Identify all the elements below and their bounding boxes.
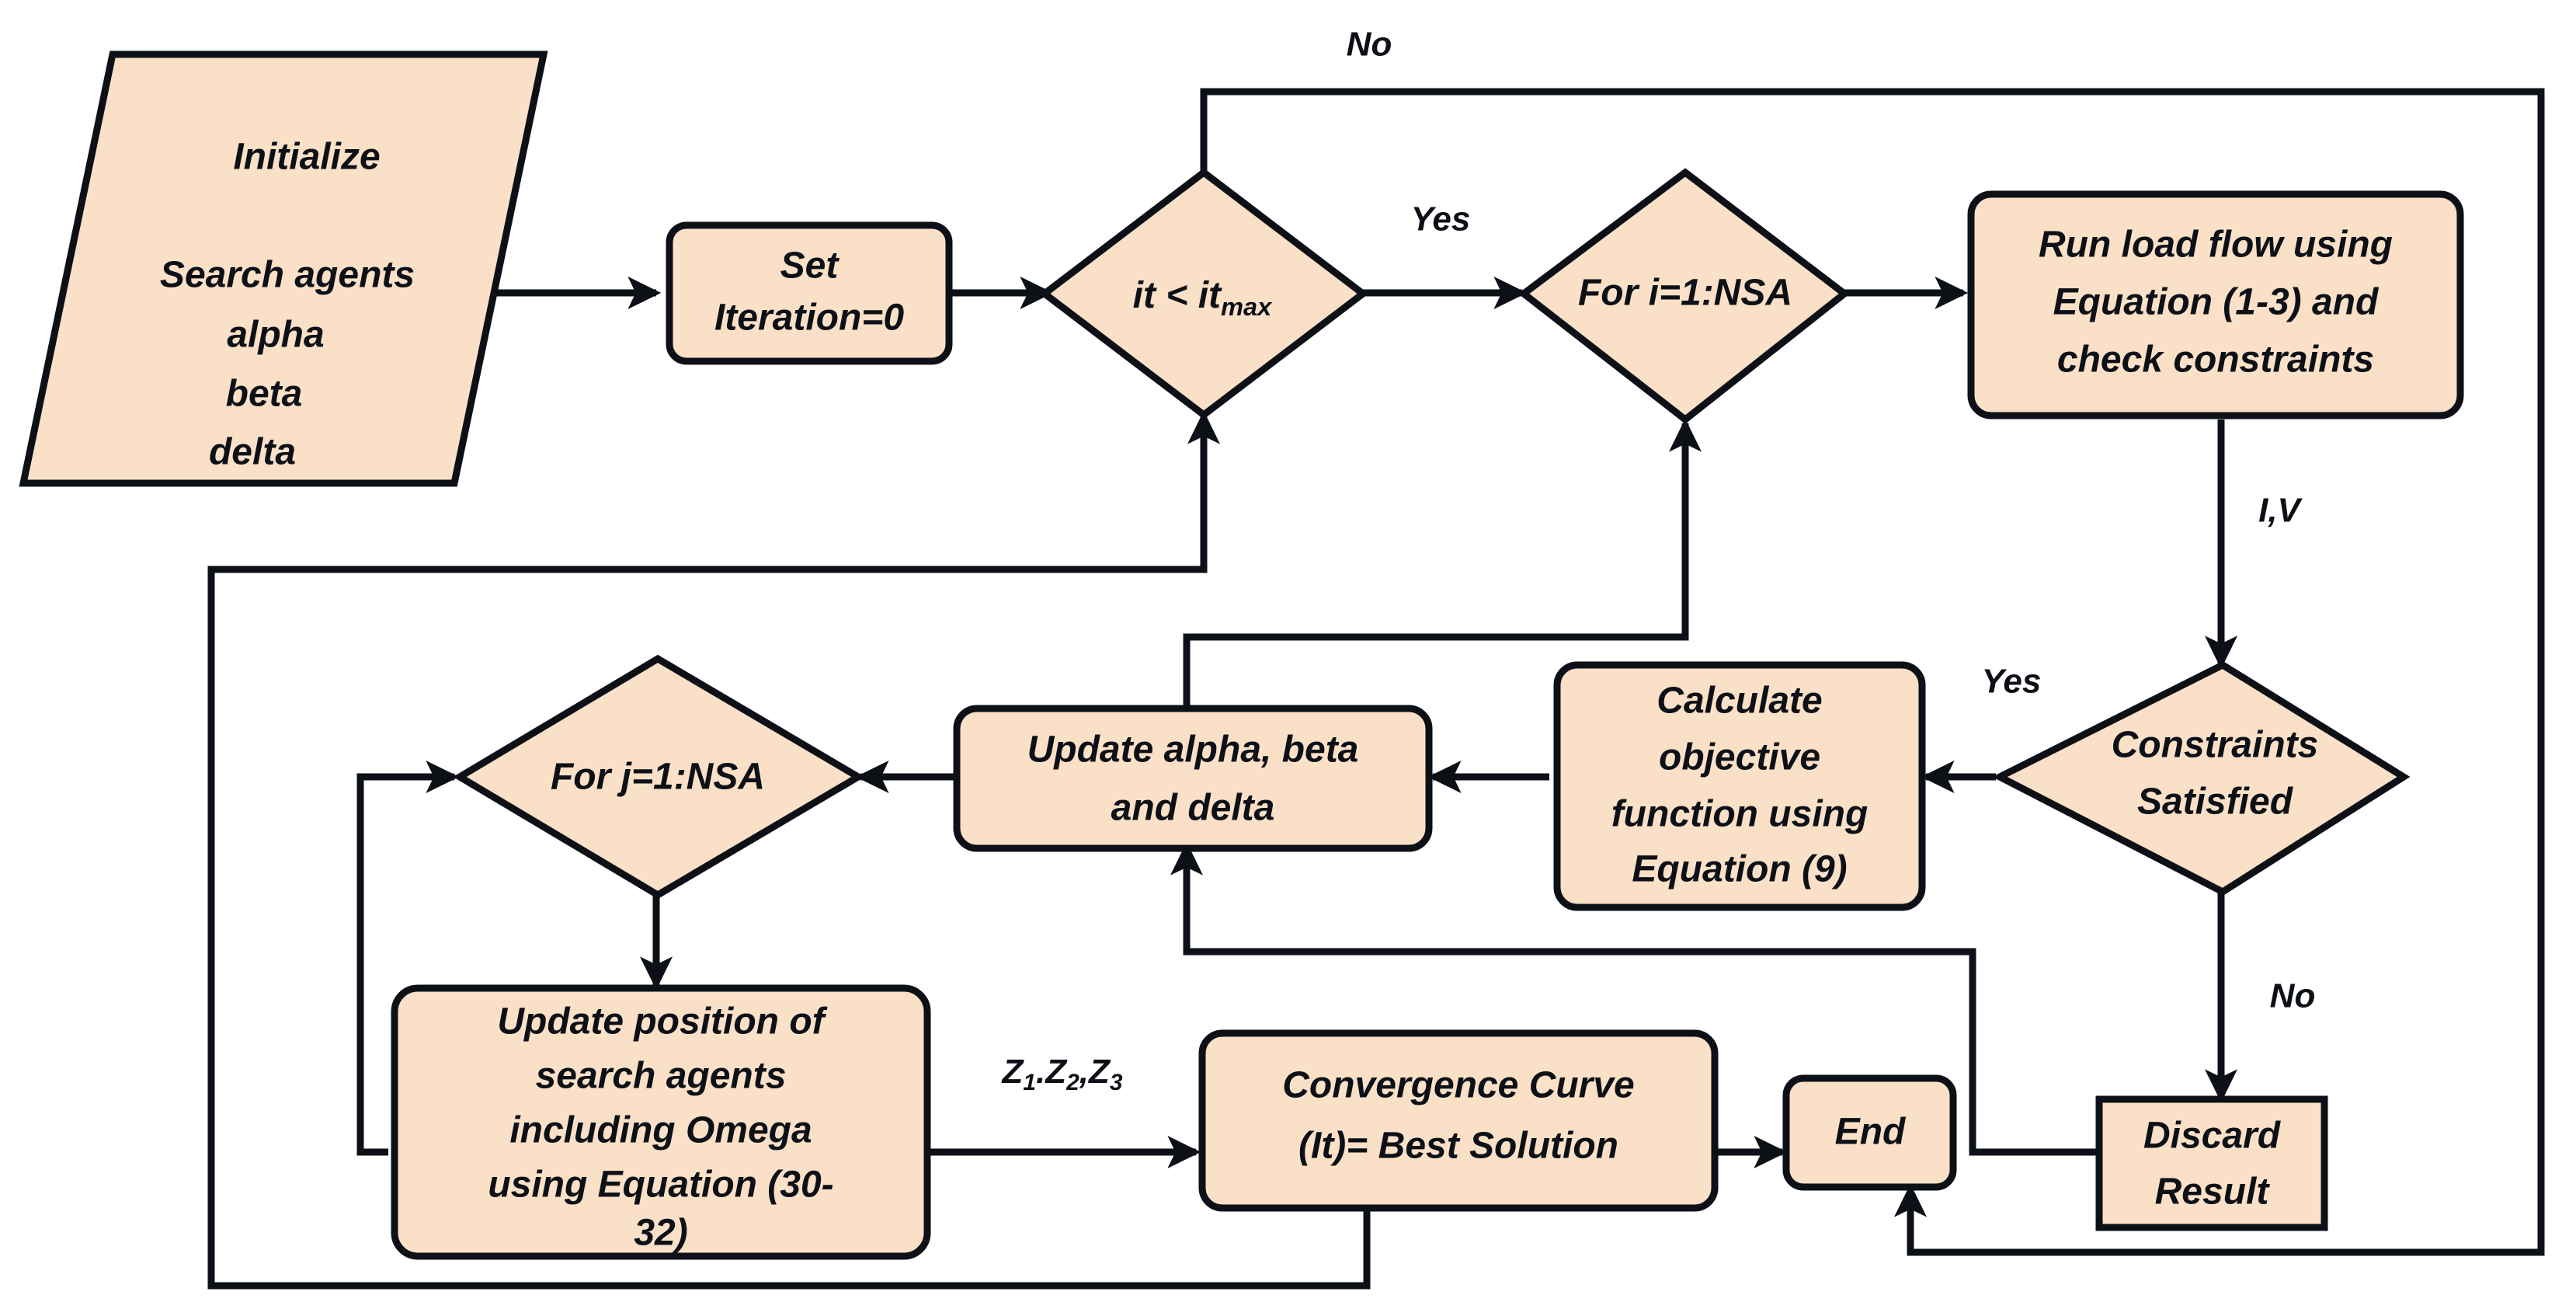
edge-label-no-top: No [1347, 26, 1392, 64]
node-run-load-flow-line3: check constraints [2057, 339, 2374, 381]
node-initialize-line4: beta [226, 374, 303, 415]
node-update-position[interactable]: Update position of search agents includi… [391, 984, 931, 1260]
z-sub3: 3 [1110, 1070, 1123, 1095]
z-tail: ,Z [1079, 1053, 1111, 1091]
node-constraints-line1: Constraints [2112, 725, 2319, 766]
edge-label-z-values: Z1.Z2,Z3 [1000, 1053, 1122, 1095]
z-sub1: 1 [1023, 1070, 1036, 1095]
node-for-i-label: For i=1:NSA [1578, 273, 1792, 314]
edge-label-yes-it: Yes [1411, 200, 1471, 238]
node-calculate-objective[interactable]: Calculate objective function using Equat… [1553, 661, 1926, 911]
node-initialize[interactable]: Initialize Search agents alpha beta delt… [19, 50, 548, 487]
node-update-position-line4: using Equation (30- [488, 1165, 833, 1206]
node-run-load-flow-line1: Run load flow using [2039, 225, 2393, 266]
node-end[interactable]: End [1782, 1074, 1957, 1191]
node-set-iteration[interactable]: Set Iteration=0 [666, 221, 953, 365]
node-for-j-label: For j=1:NSA [551, 757, 765, 798]
node-for-i[interactable]: For i=1:NSA [1517, 168, 1851, 424]
edge-convergence-curve-to-it-check [207, 410, 1371, 1290]
z-prefix: Z [1000, 1053, 1024, 1091]
node-initialize-line5: delta [209, 432, 296, 473]
node-discard-result-line2: Result [2155, 1172, 2271, 1213]
node-it-check-prefix: it < it [1133, 275, 1222, 316]
edge-label-yes-constraints: Yes [1982, 663, 2042, 701]
node-set-iteration-line1: Set [780, 245, 840, 287]
node-calculate-objective-line4: Equation (9) [1632, 849, 1847, 890]
node-it-check-subscript: max [1221, 292, 1273, 321]
node-end-label: End [1835, 1112, 1907, 1153]
node-calculate-objective-line2: objective [1659, 737, 1820, 778]
node-calculate-objective-line1: Calculate [1656, 681, 1822, 722]
node-update-abd-line2: and delta [1111, 788, 1275, 829]
node-update-position-line5: 32) [634, 1213, 687, 1254]
node-initialize-line3: alpha [227, 315, 324, 356]
node-update-abd-line1: Update alpha, beta [1027, 729, 1359, 771]
edge-it-check-no-to-end [1200, 88, 2545, 1256]
node-convergence-curve[interactable]: Convergence Curve (It)= Best Solution [1198, 1029, 1719, 1212]
edge-update-position-to-for-j [356, 760, 460, 1156]
node-convergence-curve-line2: (It)= Best Solution [1298, 1126, 1618, 1167]
edge-label-iv: I,V [2258, 492, 2303, 530]
node-update-abd[interactable]: Update alpha, beta and delta [953, 705, 1433, 852]
node-discard-result-line1: Discard [2143, 1116, 2282, 1157]
node-it-check[interactable]: it < itmax [1038, 168, 1369, 420]
node-convergence-curve-line1: Convergence Curve [1282, 1065, 1635, 1106]
edge-label-no-constraints: No [2270, 977, 2316, 1015]
z-sub2: 2 [1066, 1070, 1079, 1095]
node-it-check-label: it < itmax [1133, 275, 1273, 321]
z-mid: .Z [1036, 1053, 1068, 1091]
node-update-position-line2: search agents [536, 1056, 787, 1097]
node-set-iteration-line2: Iteration=0 [714, 298, 904, 339]
node-update-position-line3: including Omega [509, 1110, 812, 1151]
node-for-j[interactable]: For j=1:NSA [453, 654, 865, 900]
edge-discard-result-to-update-abd [1170, 841, 2097, 1156]
node-run-load-flow[interactable]: Run load flow using Equation (1-3) and c… [1967, 190, 2464, 420]
node-calculate-objective-line3: function using [1611, 794, 1869, 835]
node-constraints-satisfied[interactable]: Constraints Satisfied [1992, 660, 2411, 896]
node-initialize-line1: Initialize [233, 137, 380, 178]
node-initialize-line2: Search agents [160, 255, 415, 296]
node-run-load-flow-line2: Equation (1-3) and [2053, 282, 2380, 323]
node-update-position-line1: Update position of [497, 1001, 827, 1043]
node-discard-result[interactable]: Discard Result [2095, 1095, 2328, 1231]
node-constraints-line2: Satisfied [2137, 782, 2294, 823]
edge-update-abd-to-for-i [1183, 418, 1702, 708]
